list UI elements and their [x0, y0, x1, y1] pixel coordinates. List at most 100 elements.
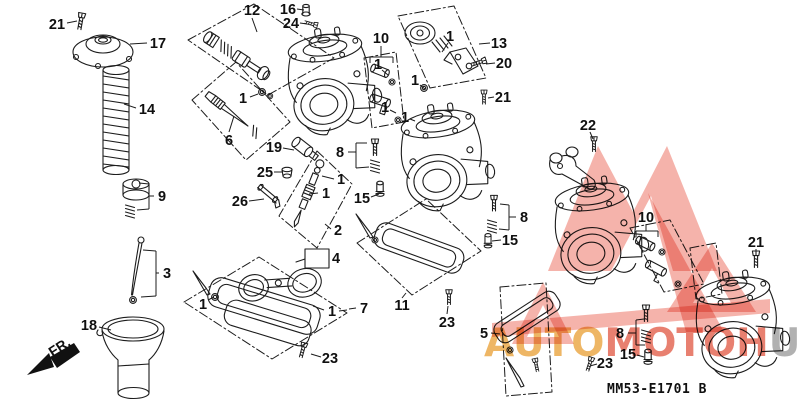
parts-box-11	[356, 198, 482, 296]
callout-8: 8	[520, 210, 528, 226]
leader-line	[98, 326, 112, 331]
chamber-cover-17-drawing	[72, 34, 134, 70]
leader-line	[478, 42, 491, 45]
leader-line	[485, 62, 496, 65]
leader-line	[312, 305, 325, 311]
leader-line	[299, 22, 308, 25]
callout-18: 18	[81, 318, 97, 334]
callout-25: 25	[257, 165, 273, 181]
callout-1: 1	[401, 110, 409, 126]
fr-direction-arrow	[27, 343, 80, 375]
cap-16-drawing	[301, 3, 311, 17]
float-valve-drawing	[192, 270, 211, 296]
float-valve-drawing	[355, 213, 374, 239]
watermark-text: AUTOMOTOHUB	[484, 321, 800, 366]
callout-1: 1	[322, 186, 330, 202]
top-set-12-drawing	[203, 31, 271, 81]
leader-line	[498, 228, 510, 231]
leader-line	[446, 305, 449, 315]
parts-box-5	[499, 282, 553, 397]
diagram-code: MM53-E1701 B	[607, 382, 707, 397]
leader-line	[419, 84, 426, 90]
needle-set-6-drawing	[204, 91, 258, 140]
callout-15: 15	[354, 191, 370, 207]
funnel-18-drawing	[96, 316, 165, 400]
parts-box-6	[191, 61, 291, 161]
jet-needle-3-drawing	[129, 236, 145, 304]
leader-line	[370, 193, 380, 198]
parts-box-2	[278, 150, 353, 249]
leader-line	[136, 208, 150, 211]
watermark-letter: T	[545, 321, 572, 366]
leader-line	[129, 42, 148, 45]
leader-line	[636, 354, 645, 358]
leader-line	[409, 118, 416, 122]
float-chamber-gasket-drawing	[207, 277, 321, 335]
leader-line	[487, 96, 495, 99]
float-chamber-gasket-drawing	[373, 222, 465, 274]
leader-line	[355, 166, 370, 169]
watermark-letter: H	[736, 321, 769, 366]
holder-19-drawing	[291, 136, 319, 161]
callout-8: 8	[616, 326, 624, 342]
joint-pipe-drawing	[644, 259, 668, 284]
watermark-letter: A	[484, 321, 514, 366]
callout-17: 17	[150, 36, 166, 52]
callout-23: 23	[597, 356, 613, 372]
leader-line	[251, 17, 258, 33]
joint-pipe-drawing	[634, 235, 656, 252]
leader-line	[338, 309, 348, 312]
callout-16: 16	[280, 2, 296, 18]
callout-21: 21	[49, 17, 65, 33]
leader-line	[491, 239, 502, 242]
callout-13: 13	[491, 36, 507, 52]
watermark-letter: M	[604, 321, 643, 366]
watermark-letter: O	[703, 321, 736, 366]
watermark-letter: T	[676, 321, 703, 366]
leader-line	[138, 182, 150, 185]
callout-9: 9	[158, 189, 166, 205]
watermark-band	[492, 299, 770, 337]
callout-8: 8	[336, 145, 344, 161]
callout-1: 1	[337, 172, 345, 188]
callout-4: 4	[332, 251, 340, 267]
leader-line	[296, 8, 305, 11]
callout-21: 21	[748, 235, 764, 251]
leader-line	[401, 292, 407, 299]
float-chamber-body-drawing	[223, 299, 312, 347]
leader-line	[389, 109, 397, 114]
leader-line	[248, 198, 265, 202]
leader-line	[324, 223, 332, 230]
callout-23: 23	[322, 351, 338, 367]
leader-line	[142, 249, 157, 252]
callout-10: 10	[373, 31, 389, 47]
callout-23: 23	[439, 315, 455, 331]
leader-line	[589, 131, 594, 140]
callout-5: 5	[480, 326, 488, 342]
leader-line	[282, 147, 295, 151]
callout-15: 15	[502, 233, 518, 249]
callout-21: 21	[495, 90, 511, 106]
parts-box-12	[187, 3, 335, 96]
air-cut-valve-13-drawing	[404, 21, 479, 75]
watermark-letter: O	[571, 321, 604, 366]
watermark-letter: O	[643, 321, 676, 366]
callout-1: 1	[374, 57, 382, 73]
parts-box-13	[397, 5, 487, 89]
watermark-letter: U	[513, 321, 545, 366]
callout-19: 19	[266, 140, 282, 156]
callout-24: 24	[283, 16, 299, 32]
leader-line	[207, 296, 215, 301]
leader-line	[228, 115, 235, 133]
watermark-letter: U	[769, 321, 800, 366]
float-valve-drawing	[505, 357, 525, 388]
joint-pipe-drawing	[369, 93, 391, 116]
leader-line	[123, 103, 137, 109]
leader-line	[499, 203, 510, 206]
callout-7: 7	[360, 301, 368, 317]
callout-1: 1	[199, 297, 207, 313]
callout-20: 20	[496, 56, 512, 72]
